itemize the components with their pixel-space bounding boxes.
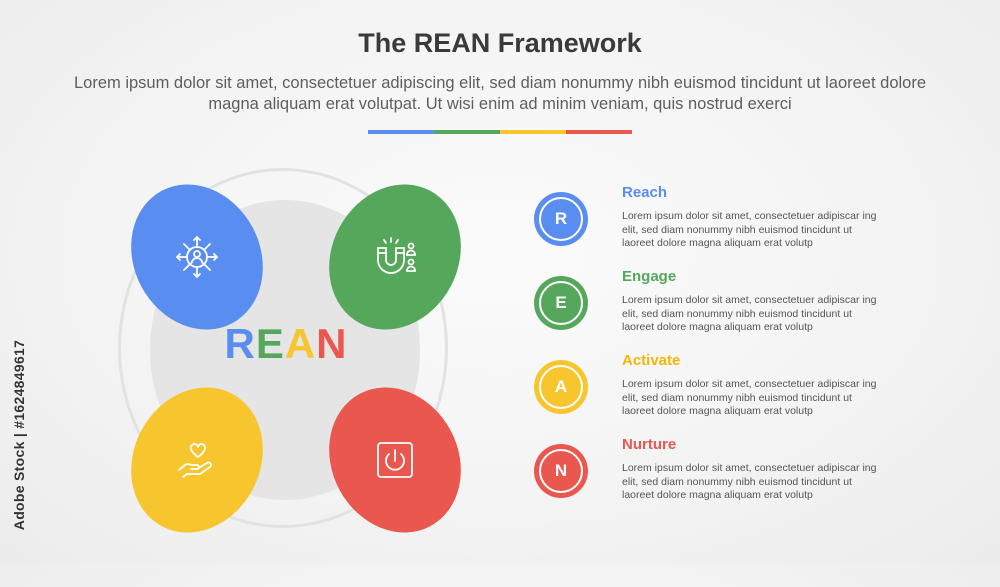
magnet-people-icon: [377, 237, 416, 274]
page-title: The REAN Framework: [358, 28, 642, 58]
petal-activate: [106, 364, 288, 556]
stage-title: Activate: [622, 352, 681, 369]
page-subtitle: Lorem ipsum dolor sit amet, consectetuer…: [73, 74, 927, 113]
center-word-rean: REAN: [110, 320, 462, 368]
stage-engage: E Engage Lorem ipsum dolor sit amet, con…: [532, 264, 892, 344]
stage-title: Engage: [622, 268, 677, 285]
stage-activate: A Activate Lorem ipsum dolor sit amet, c…: [532, 348, 892, 428]
stage-title: Reach: [622, 184, 668, 201]
stage-description: Lorem ipsum dolor sit amet, consectetuer…: [622, 294, 877, 333]
center-letter-a: A: [284, 320, 317, 367]
badge-letter: E: [539, 281, 583, 325]
badge-activate: A: [534, 360, 588, 414]
accent-segment-green: [434, 130, 500, 134]
user-network-icon: [175, 235, 219, 279]
accent-segment-red: [566, 130, 632, 134]
badge-engage: E: [534, 276, 588, 330]
badge-letter: N: [539, 449, 583, 493]
center-letter-e: E: [255, 320, 285, 367]
stage-description: Lorem ipsum dolor sit amet, consectetuer…: [622, 378, 877, 417]
badge-letter: A: [539, 365, 583, 409]
stage-title: Nurture: [622, 436, 677, 453]
outer-ring: [118, 168, 448, 528]
badge-reach: R: [534, 192, 588, 246]
heart-hand-icon: [178, 443, 212, 478]
stage-description: Lorem ipsum dolor sit amet, consectetuer…: [622, 462, 877, 501]
accent-segment-yellow: [500, 130, 566, 134]
power-button-icon: [377, 442, 413, 478]
stage-nurture: N Nurture Lorem ipsum dolor sit amet, co…: [532, 432, 892, 512]
petal-nurture: [304, 364, 486, 556]
watermark-text: Adobe Stock | #1624849617: [11, 339, 27, 531]
badge-letter: R: [539, 197, 583, 241]
petal-engage: [304, 161, 486, 353]
rean-diagram: REAN: [106, 160, 486, 556]
stage-reach: R Reach Lorem ipsum dolor sit amet, cons…: [532, 180, 892, 260]
badge-nurture: N: [534, 444, 588, 498]
stage-description: Lorem ipsum dolor sit amet, consectetuer…: [622, 210, 877, 249]
accent-divider: [368, 130, 632, 134]
stock-watermark: Adobe Stock | #1624849617: [8, 320, 30, 550]
center-letter-r: R: [224, 320, 256, 367]
accent-segment-blue: [368, 130, 434, 134]
petal-reach: [106, 161, 288, 353]
center-letter-n: N: [316, 320, 348, 367]
